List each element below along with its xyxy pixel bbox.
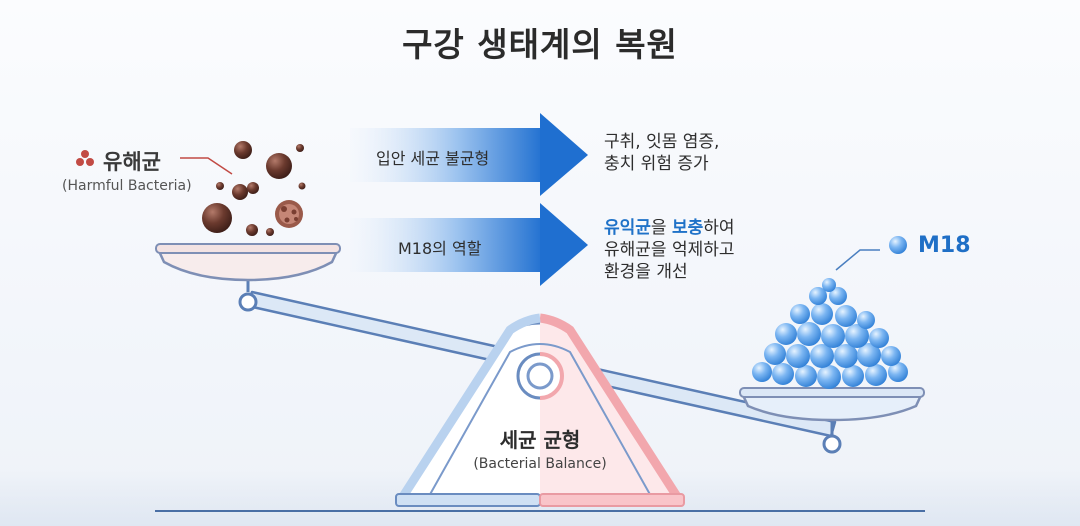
balance-title: 세균 균형 [499,428,581,452]
effect-m18-mid: 을 [650,218,672,238]
m18-label: M18 [918,233,971,258]
effect-m18-line-3: 환경을 개선 [604,262,688,282]
highlight-probiotics: 유익균 [604,218,651,238]
page-title: 구강 생태계의 복원 [402,25,678,64]
fulcrum [398,313,682,501]
effect-imbalance-line-1: 구취, 잇몸 염증, [604,132,720,152]
highlight-supplement: 보충 [671,218,704,238]
effect-m18-role: 유익균을 보충하여 유해균을 억제하고 환경을 개선 [604,217,735,283]
m18-leader-line [835,249,880,271]
harmful-sub-label: (Harmful Bacteria) [62,178,192,194]
effect-imbalance: 구취, 잇몸 염증, 충치 위험 증가 [604,131,719,175]
effect-m18-line-2: 유해균을 억제하고 [604,240,735,260]
harmful-bacteria-cluster [202,141,306,236]
right-pan [739,387,925,454]
harmful-icon [76,150,94,166]
arrow-label-m18-role: M18의 역할 [398,239,482,258]
effect-m18-line-1: 유익균을 보충하여 [604,217,735,239]
harmful-label: 유해균 [103,150,161,174]
effect-imbalance-line-2: 충치 위험 증가 [604,154,709,174]
arrow-imbalance [350,113,588,196]
arrow-label-imbalance: 입안 세균 불균형 [376,149,490,168]
m18-bacteria-pile [752,278,908,389]
m18-icon [889,236,907,254]
effect-m18-tail: 하여 [703,218,735,238]
arrow-m18-role [350,203,588,286]
harmful-leader-line [180,157,233,175]
scale-base [395,493,685,507]
left-pan [155,243,341,312]
balance-sub-label: (Bacterial Balance) [473,456,607,472]
